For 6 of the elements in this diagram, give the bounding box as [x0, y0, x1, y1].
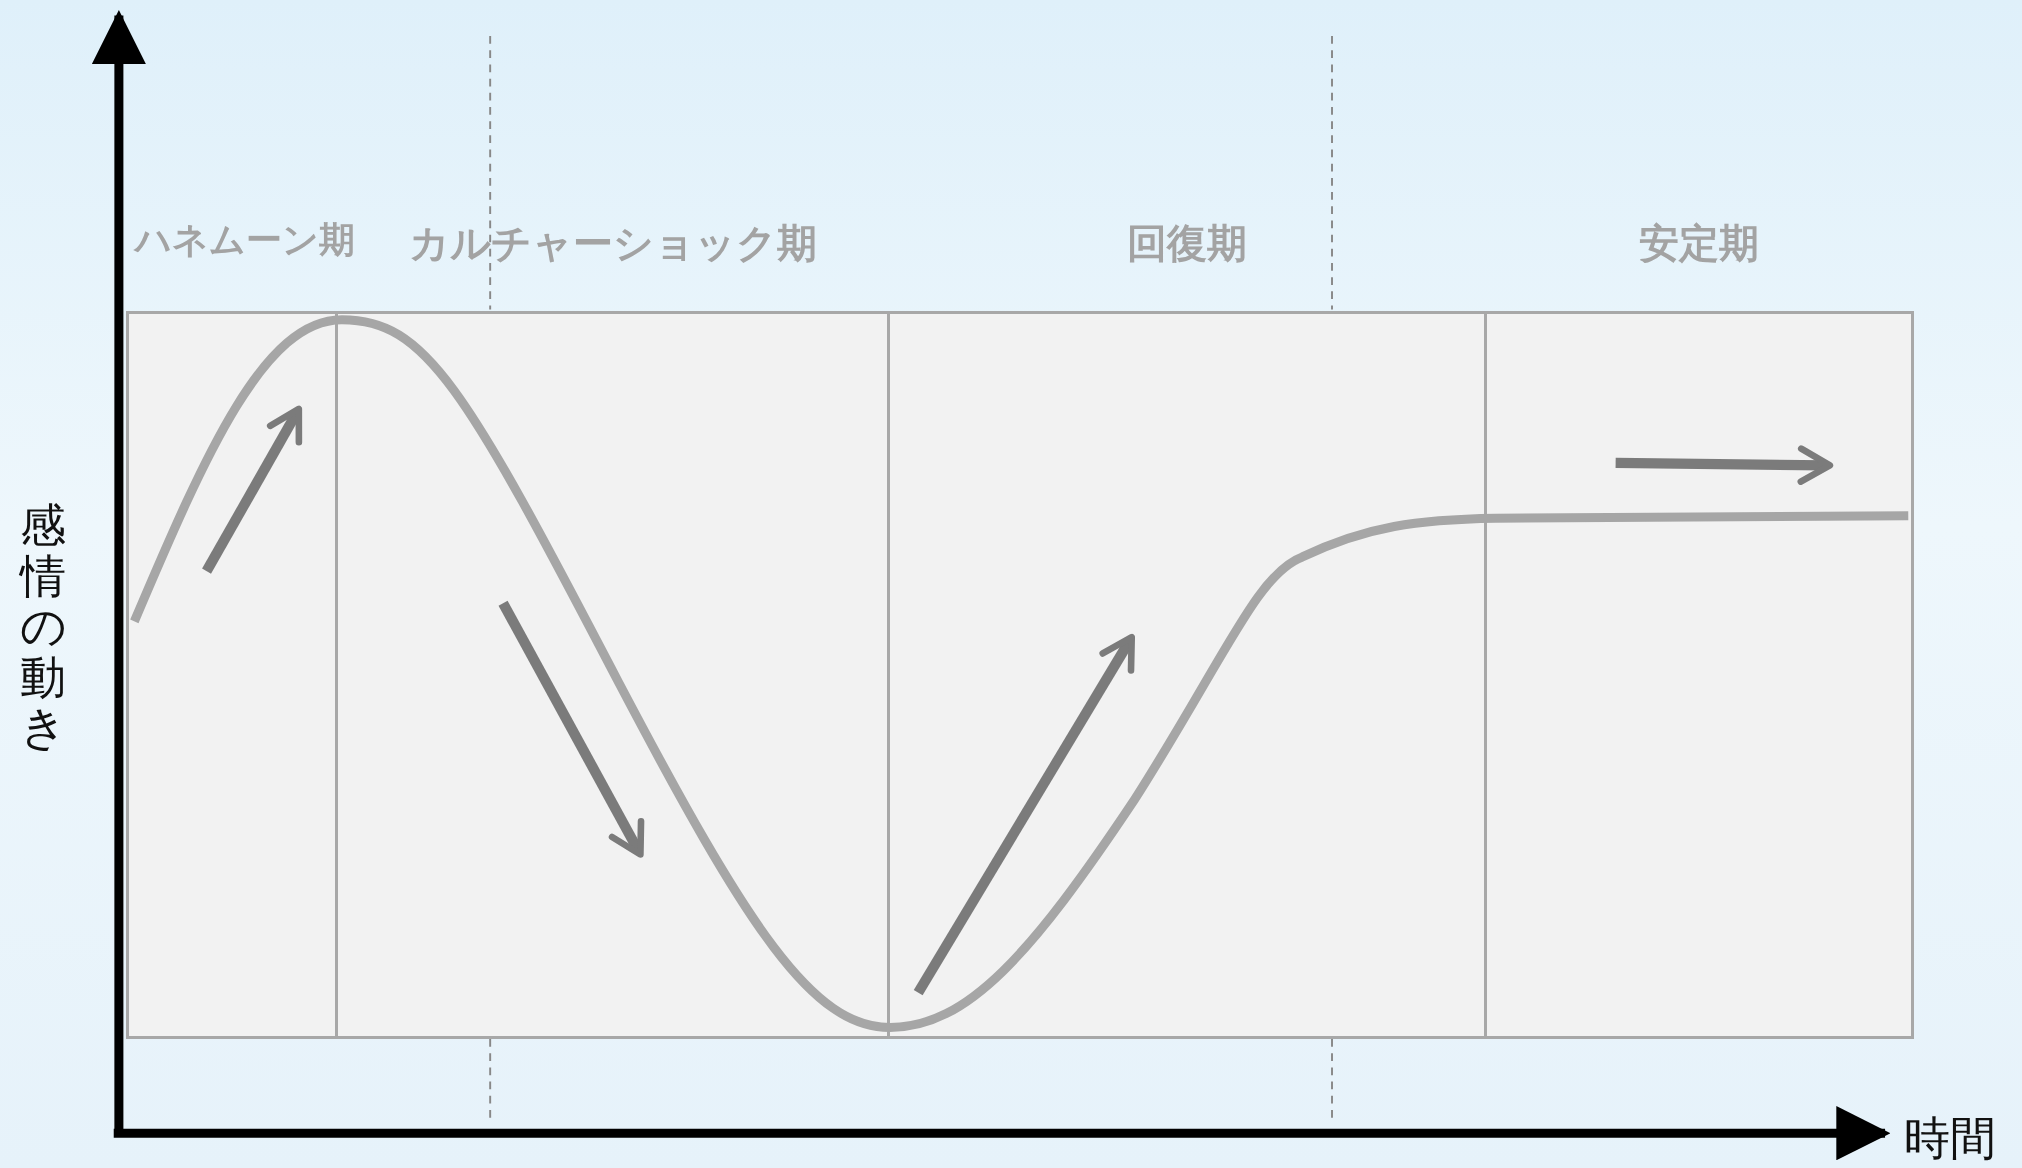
phase-heading: 安定期	[1639, 219, 1759, 268]
x-axis-label: 時間	[1904, 1110, 1996, 1167]
phase-heading: ハネムーン期	[135, 218, 355, 262]
phase-heading: カルチャーショック期	[408, 219, 817, 268]
phase-heading: 回復期	[1127, 219, 1247, 268]
y-axis-label: 感情の動き	[20, 500, 66, 753]
